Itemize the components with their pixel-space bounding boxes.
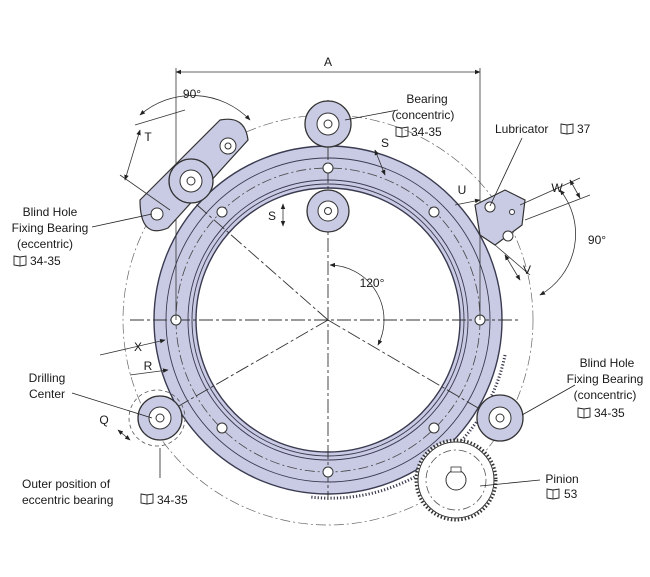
- label-outer-position: Outer position of eccentric bearing 34-3…: [22, 477, 188, 507]
- label-line: Bearing: [406, 92, 447, 106]
- label-line: Blind Hole: [23, 205, 78, 219]
- book-icon: [546, 488, 560, 500]
- label-bearing-concentric-top: Bearing (concentric) 34-35: [392, 92, 455, 139]
- bearing-concentric-top: [304, 100, 352, 148]
- dimension-t-ext1: [134, 109, 186, 126]
- angle-center-arc: [329, 262, 385, 346]
- pinion: [414, 438, 498, 522]
- dimension-x-label: X: [134, 340, 142, 354]
- dimension-v-line: [504, 254, 521, 281]
- bearing-track-circle: [122, 114, 534, 526]
- leader-lubricator: [489, 137, 523, 207]
- label-line: Fixing Bearing: [12, 221, 89, 235]
- dimension-a-label: A: [324, 55, 332, 69]
- angle-top-label: 90°: [183, 87, 201, 101]
- dimension-r-line: [129, 368, 169, 376]
- dimension-s-top-line: [374, 149, 386, 176]
- angle-right-label: 90°: [588, 233, 606, 247]
- bearing-concentric-right: [476, 394, 524, 442]
- label-line: (concentric): [574, 388, 637, 402]
- dimension-u-line: [454, 198, 481, 206]
- label-ref: 34-35: [594, 406, 625, 420]
- dimension-u-label: U: [458, 183, 467, 197]
- dimension-r-label: R: [144, 359, 153, 373]
- dimension-w-label: W: [551, 181, 563, 195]
- label-line: Blind Hole: [580, 356, 635, 370]
- label-ref: 34-35: [157, 493, 188, 507]
- label-line: Fixing Bearing: [567, 372, 644, 386]
- angle-center-label: 120°: [360, 276, 385, 290]
- leader-blind-hole-eccentric: [91, 213, 153, 228]
- bearing-eccentric-lower: [128, 389, 186, 447]
- label-line: Outer position of: [22, 477, 111, 491]
- angle-right-arc: [539, 189, 576, 296]
- label-line: Drilling: [29, 371, 66, 385]
- bearing-inner-top: [306, 189, 350, 233]
- label-line: (concentric): [392, 108, 455, 122]
- label-lubricator: Lubricator 37: [495, 122, 591, 136]
- dimension-s-inner-label: S: [268, 209, 276, 223]
- label-drilling-center: Drilling Center: [29, 371, 66, 401]
- lubricator: [474, 189, 526, 246]
- dimension-t-ext2: [119, 174, 171, 211]
- centerline-lower-left: [157, 319, 329, 419]
- leader-pinion: [479, 479, 541, 487]
- dimension-t-line: [124, 129, 141, 181]
- label-line: (eccentric): [17, 237, 73, 251]
- centerline-upper-left: [179, 189, 329, 321]
- leader-blind-hole-concentric: [521, 384, 576, 416]
- angle-top-arc: [139, 95, 251, 121]
- dimension-t-label: T: [144, 130, 152, 144]
- book-icon: [560, 123, 574, 135]
- label-pinion: Pinion 53: [545, 472, 578, 501]
- label-blind-hole-concentric: Blind Hole Fixing Bearing (concentric) 3…: [567, 356, 644, 420]
- dimension-x-line: [99, 338, 166, 356]
- label-blind-hole-eccentric: Blind Hole Fixing Bearing (eccentric) 34…: [12, 205, 89, 268]
- book-icon: [577, 407, 591, 419]
- dimension-s-top-label: S: [381, 136, 389, 150]
- dimension-q-line: [117, 429, 131, 441]
- book-icon: [395, 126, 409, 138]
- dimension-v-label: V: [523, 263, 531, 277]
- leader-bearing-top: [344, 109, 399, 121]
- book-icon: [13, 255, 27, 267]
- book-icon: [140, 493, 154, 505]
- label-ref: 34-35: [411, 125, 442, 139]
- label-ref: 53: [564, 487, 578, 501]
- eccentric-bearing-arm: [139, 118, 249, 232]
- label-line: Pinion: [545, 472, 578, 486]
- label-line: eccentric bearing: [22, 493, 113, 507]
- label-ref: 34-35: [30, 254, 61, 268]
- dimension-q-label: Q: [99, 413, 108, 427]
- label-line: Center: [29, 387, 65, 401]
- leader-drilling-center: [71, 392, 153, 419]
- dimension-w-line: [569, 179, 581, 199]
- label-ref: 37: [577, 122, 591, 136]
- label-line: Lubricator: [495, 122, 548, 136]
